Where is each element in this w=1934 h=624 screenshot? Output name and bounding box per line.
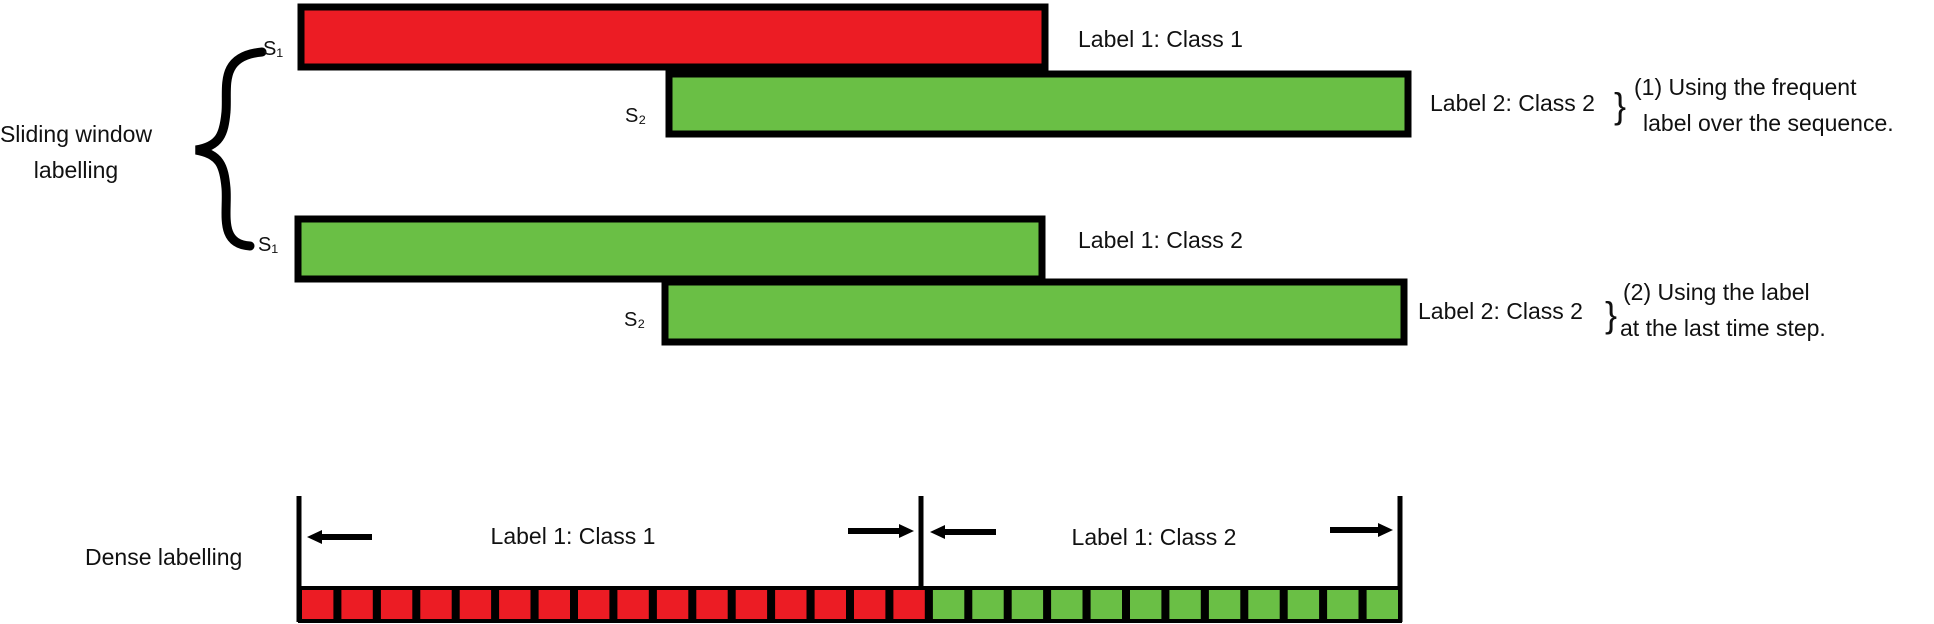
example1-note-line2: label over the sequence. — [1643, 110, 1894, 136]
dense-cell-class1 — [341, 590, 373, 619]
example2-s2-tag: S₂ — [624, 309, 645, 331]
dense-cell-class1 — [656, 590, 689, 619]
dense-arrow-left-1-icon — [307, 530, 372, 544]
dense-arrow-right-1-icon — [848, 524, 914, 538]
dense-cell-class1 — [380, 590, 413, 619]
dense-arrow-right-2-icon — [1330, 523, 1393, 537]
dense-cell-class1 — [420, 590, 452, 619]
example1-note-line1: (1) Using the frequent — [1634, 74, 1857, 100]
sliding-title-line2: labelling — [34, 157, 118, 183]
dense-cell-class1 — [854, 590, 886, 619]
dense-cell-class1 — [578, 590, 610, 619]
dense-cell-class1 — [893, 590, 925, 619]
example1-s2-label: Label 2: Class 2 — [1430, 90, 1595, 116]
dense-cell-class1 — [459, 590, 492, 619]
dense-cell-class2 — [1248, 590, 1280, 619]
sliding-title-line1: Sliding window — [0, 121, 152, 147]
dense-cell-class1 — [538, 590, 570, 619]
example2-s1-label: Label 1: Class 2 — [1078, 227, 1243, 253]
example1-s1-tag: S₁ — [263, 38, 283, 60]
dense-cell-class1 — [617, 590, 649, 619]
dense-cell-class1 — [696, 590, 728, 619]
example2-note-line2: at the last time step. — [1620, 315, 1826, 341]
example2-s2-label: Label 2: Class 2 — [1418, 298, 1583, 324]
curly-brace-icon — [195, 47, 267, 251]
dense-cell-class2 — [1090, 590, 1122, 619]
dense-segment2-label: Label 1: Class 2 — [1072, 524, 1237, 550]
example1-s1-window — [297, 3, 1049, 71]
dense-segment1-label: Label 1: Class 1 — [491, 523, 656, 549]
example1-s2-tag: S₂ — [625, 105, 646, 127]
dense-title: Dense labelling — [85, 544, 242, 570]
dense-cell-class2 — [1208, 590, 1241, 619]
dense-time-steps — [298, 586, 1402, 623]
example2-s1-window — [294, 215, 1046, 283]
example2-small-brace: } — [1605, 294, 1617, 335]
example2-note-line1: (2) Using the label — [1623, 279, 1810, 305]
dense-cell-class2 — [1287, 590, 1320, 619]
dense-cell-class2 — [1366, 590, 1398, 619]
dense-cell-class2 — [1327, 590, 1359, 619]
dense-cell-class1 — [735, 590, 768, 619]
dense-cell-class1 — [775, 590, 807, 619]
dense-cell-class1 — [814, 590, 846, 619]
dense-cell-class2 — [1011, 590, 1044, 619]
dense-cell-class2 — [932, 590, 965, 619]
dense-arrow-left-2-icon — [930, 525, 996, 539]
example1-s2-window — [665, 70, 1412, 138]
example1-small-brace: } — [1614, 85, 1626, 126]
dense-cell-class1 — [499, 590, 531, 619]
dense-cell-class2 — [1169, 590, 1201, 619]
example2-s2-window — [661, 278, 1408, 346]
dense-cell-class1 — [302, 590, 334, 619]
example1-s1-label: Label 1: Class 1 — [1078, 26, 1243, 52]
dense-cell-class2 — [1130, 590, 1162, 619]
dense-cell-class2 — [972, 590, 1004, 619]
example2-s1-tag: S₁ — [258, 234, 278, 256]
dense-cell-class2 — [1051, 590, 1083, 619]
